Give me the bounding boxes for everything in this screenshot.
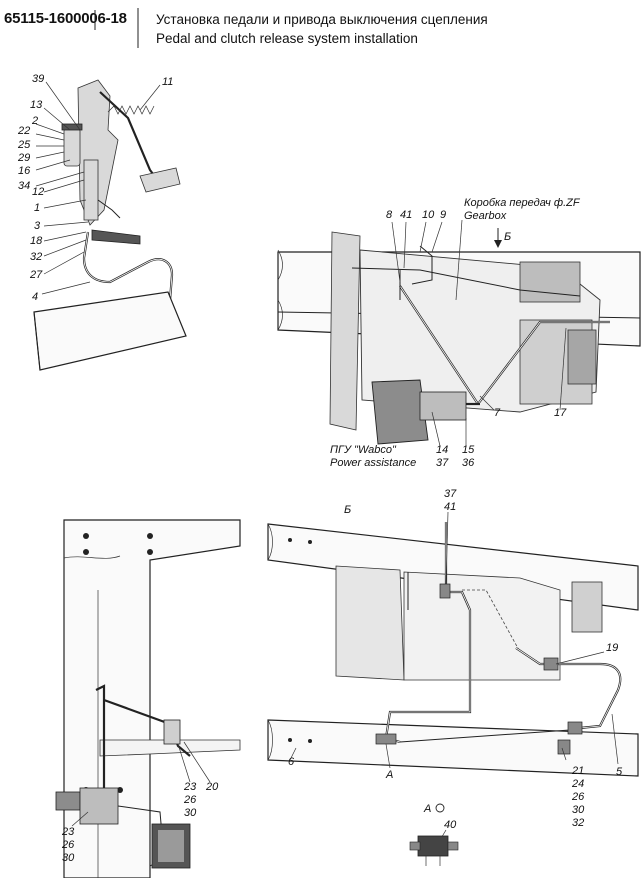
label-8: 8 (386, 209, 393, 221)
label-36: 36 (462, 457, 475, 469)
cylinder-top-view (55, 791, 81, 811)
leaders-top-left (35, 81, 161, 295)
pedal-top-view (55, 519, 241, 878)
label-26-b: 26 (571, 791, 585, 803)
label-12: 12 (32, 186, 44, 198)
label-9: 9 (440, 209, 446, 221)
return-spring (107, 105, 155, 115)
gearbox-b (403, 571, 561, 681)
title-english: Pedal and clutch release system installa… (156, 31, 418, 46)
gearbox-view (277, 228, 641, 445)
view-b (267, 522, 639, 777)
pedal-assembly-view (33, 79, 187, 371)
label-23-lower: 23 (61, 826, 75, 838)
label-5: 5 (616, 766, 623, 778)
label-16: 16 (18, 165, 31, 177)
label-40: 40 (444, 819, 457, 831)
shift-cable (351, 267, 581, 297)
labels-top-right: 8 41 10 9 Коробка передач ф.ZF Gearbox Б… (330, 197, 581, 469)
view-b-title: Б (344, 504, 351, 516)
label-2: 2 (31, 115, 38, 127)
pgu-wabco (371, 379, 429, 445)
label-15: 15 (462, 444, 475, 456)
detail-a-title: A (423, 803, 431, 815)
label-25: 25 (17, 139, 31, 151)
gearbox-top (519, 261, 581, 303)
label-21: 21 (571, 765, 584, 777)
label-23-upper: 23 (183, 781, 197, 793)
label-32-b: 32 (572, 817, 584, 829)
label-27: 27 (29, 269, 43, 281)
label-13: 13 (30, 99, 43, 111)
labels-top-left: 39 11 13 2 22 25 29 16 34 12 1 3 18 32 2… (17, 73, 173, 303)
label-4: 4 (32, 291, 38, 303)
bell-housing-b (335, 565, 405, 681)
label-37: 37 (436, 457, 449, 469)
view-b-marker: Б (504, 231, 511, 243)
fitting-a (375, 733, 397, 745)
label-10: 10 (422, 209, 435, 221)
label-24: 24 (571, 778, 584, 790)
label-3: 3 (34, 220, 41, 232)
label-7: 7 (494, 407, 501, 419)
label-6: 6 (288, 756, 295, 768)
fluid-reservoir (63, 127, 81, 167)
label-11: 11 (162, 76, 173, 88)
label-20: 20 (205, 781, 219, 793)
master-cylinder (83, 159, 99, 221)
label-a-leader: A (385, 769, 393, 781)
gearbox-label-ru: Коробка передач ф.ZF (464, 197, 581, 209)
label-30-upper: 30 (184, 807, 197, 819)
leaders-top-right (391, 219, 567, 447)
fitting-detail (417, 835, 449, 857)
label-1: 1 (34, 202, 40, 214)
label-30-b: 30 (572, 804, 585, 816)
leaders-bottom-right (289, 511, 619, 769)
frame-rail-left (33, 291, 187, 371)
label-41: 41 (400, 209, 412, 221)
pgu-label-en: Power assistance (330, 457, 416, 469)
label-19: 19 (606, 642, 618, 654)
title-russian: Установка педали и привода выключения сц… (156, 12, 488, 27)
gearbox-label-en: Gearbox (464, 210, 507, 222)
label-32: 32 (30, 251, 42, 263)
leaders-bottom-left (71, 741, 211, 827)
bell-housing (329, 231, 361, 431)
label-41-b: 41 (444, 501, 456, 513)
label-34: 34 (18, 180, 30, 192)
labels-bottom-right: Б 37 41 19 6 A 5 21 24 26 30 32 (288, 488, 623, 829)
label-14: 14 (436, 444, 448, 456)
pipe-vertical (95, 684, 106, 800)
label-18: 18 (30, 235, 43, 247)
pgu-label-ru: ПГУ "Wabco" (330, 444, 397, 456)
detail-a: A 40 (409, 803, 459, 866)
hidden-pipe (462, 589, 521, 653)
frame-rail-lower-b (267, 719, 639, 777)
drawing-code: 65115-1600006-18 (4, 10, 127, 27)
reservoir-cap (61, 123, 83, 131)
label-22: 22 (17, 125, 30, 137)
label-30-lower: 30 (62, 852, 75, 864)
detail-circle-icon (435, 803, 445, 813)
floor-plate (91, 229, 141, 245)
label-37-b: 37 (444, 488, 457, 500)
label-39: 39 (32, 73, 44, 85)
label-17: 17 (554, 407, 567, 419)
labels-bottom-left: 23 26 30 20 23 26 30 (61, 781, 219, 864)
label-26-lower: 26 (61, 839, 75, 851)
label-26-upper: 26 (183, 794, 197, 806)
cylinder-link (97, 199, 121, 219)
pedal-pad (139, 167, 181, 193)
label-29: 29 (17, 152, 30, 164)
